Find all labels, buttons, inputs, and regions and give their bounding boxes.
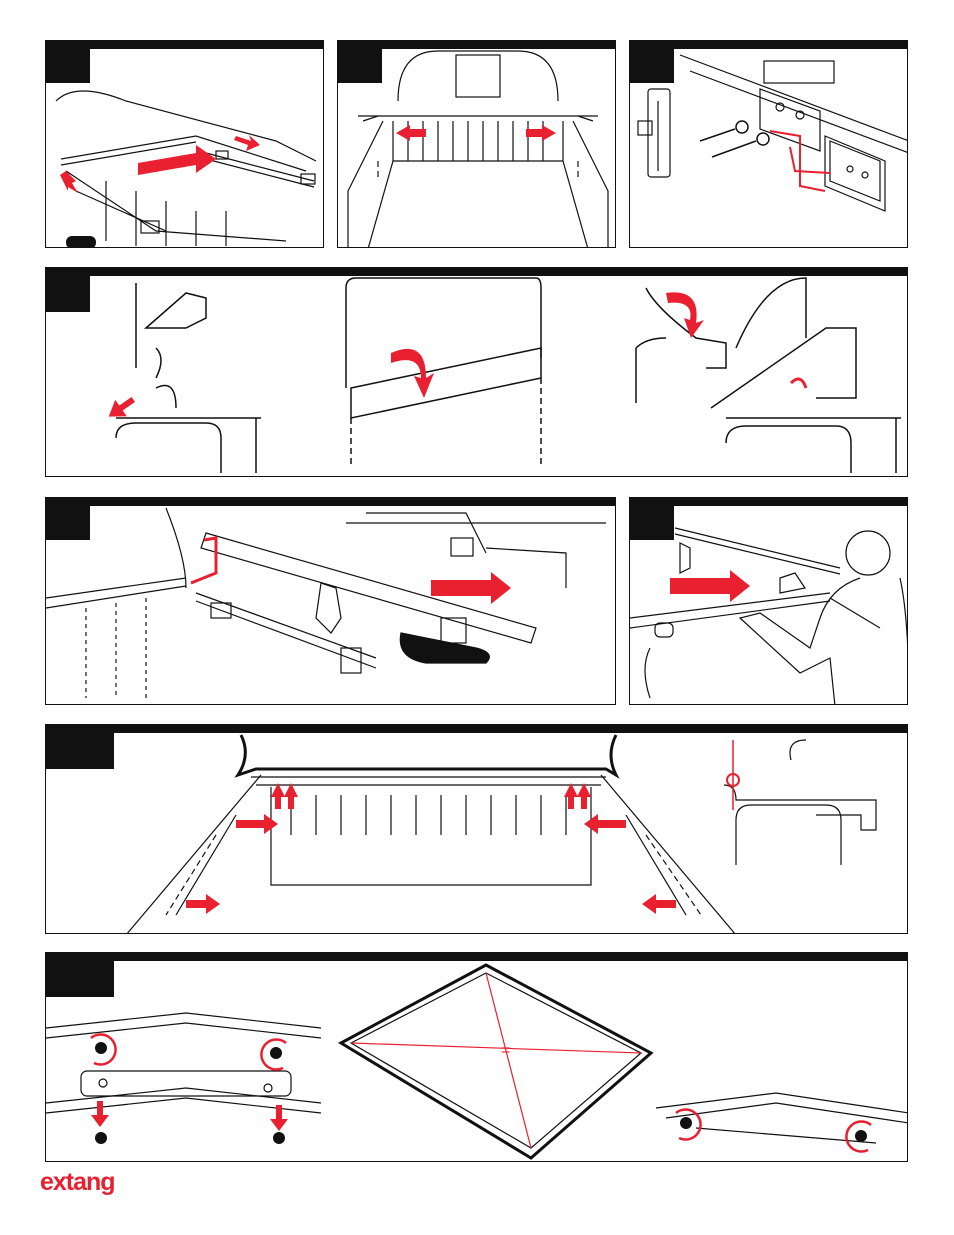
equal-mark: = — [501, 1042, 510, 1059]
bed-clamp-positions-icon — [46, 725, 908, 934]
step-3-panel — [629, 40, 908, 248]
rail-install-icon — [46, 41, 324, 248]
step-5-panel — [45, 497, 616, 705]
frame-square-icon: = — [46, 953, 908, 1162]
step-7-panel — [45, 724, 908, 934]
extang-logo: extang — [40, 1168, 115, 1197]
step-2-panel — [337, 40, 616, 248]
bed-rails-icon — [338, 41, 616, 248]
step-4-panel — [45, 267, 908, 477]
step-8-panel: = — [45, 952, 908, 1162]
seal-profile-icon — [46, 268, 908, 477]
clamp-bolt-icon — [630, 41, 908, 248]
frame-assembly-icon — [46, 498, 616, 705]
installer-push-icon — [630, 498, 908, 705]
step-6-panel — [629, 497, 908, 705]
step-1-panel — [45, 40, 324, 248]
